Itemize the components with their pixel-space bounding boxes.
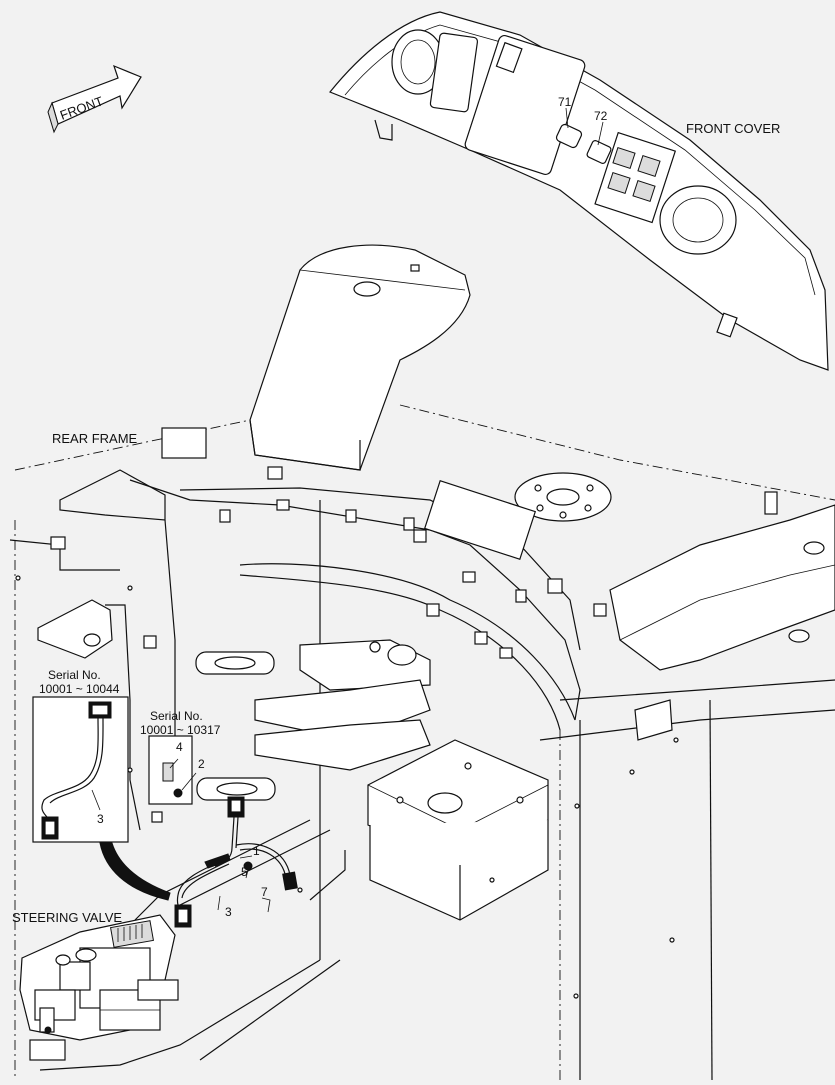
front-arrow: FRONT xyxy=(47,64,142,134)
mount-plate-lower xyxy=(367,739,549,921)
wiring-harness xyxy=(174,796,298,928)
console-block xyxy=(249,244,471,471)
callout-72: 72 xyxy=(594,109,608,123)
front-cover-label: FRONT COVER xyxy=(686,121,780,136)
pivot-lugs xyxy=(195,639,431,801)
inset-center-serial-range: 10001 ~ 10317 xyxy=(140,723,221,737)
rivet-dots xyxy=(15,575,679,999)
steering-valve-label: STEERING VALVE xyxy=(12,910,122,925)
callout-71: 71 xyxy=(558,95,572,109)
inset-center-callout-4: 4 xyxy=(176,740,183,754)
rear-frame-label: REAR FRAME xyxy=(52,431,138,446)
inset-left-serial-range: 10001 ~ 10044 xyxy=(39,682,120,696)
inset-center-serial-title: Serial No. xyxy=(150,709,203,723)
front-cover xyxy=(329,11,829,371)
callout-5: 5 xyxy=(241,865,248,879)
callout-1: 1 xyxy=(253,844,260,858)
callout-7: 7 xyxy=(261,885,268,899)
inset-left-callout-3: 3 xyxy=(97,812,104,826)
bracket-left xyxy=(37,599,113,659)
clip-blocks xyxy=(50,427,778,823)
steering-valve xyxy=(19,914,179,1061)
inset-center-callout-2: 2 xyxy=(198,757,205,771)
inset-pointer-arrow xyxy=(99,842,171,901)
inset-serial-10044 xyxy=(32,696,129,843)
callout-3: 3 xyxy=(225,905,232,919)
rear-frame-right-arm xyxy=(539,504,835,1081)
inset-serial-10317 xyxy=(148,735,197,805)
inset-left-serial-title: Serial No. xyxy=(48,668,101,682)
mount-plate-round xyxy=(514,472,612,522)
